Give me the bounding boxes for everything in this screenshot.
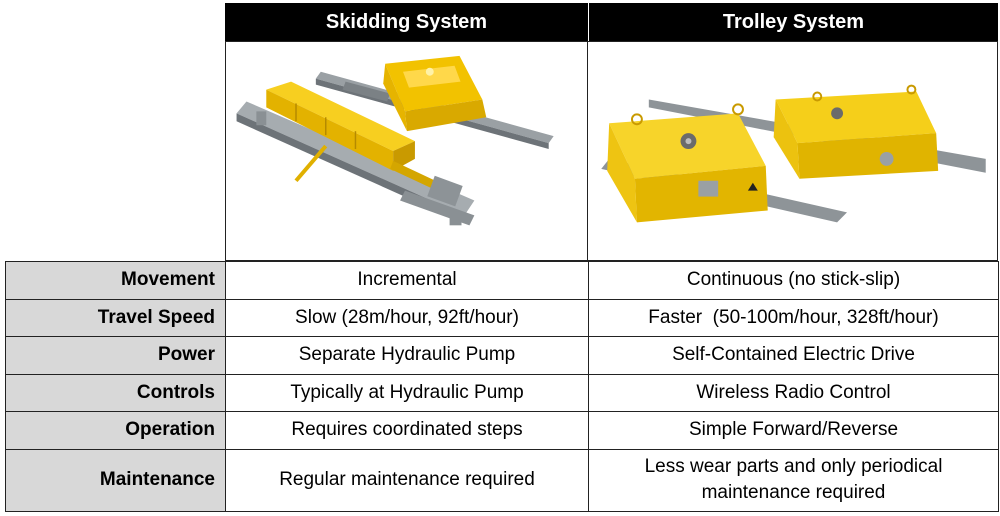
skidding-value: Regular maintenance required xyxy=(225,448,589,512)
trolley-value: Simple Forward/Reverse xyxy=(588,411,999,450)
row-label: Movement xyxy=(5,261,226,300)
trolley-value: Continuous (no stick-slip) xyxy=(588,261,999,300)
row-label: Maintenance xyxy=(5,448,226,512)
header-skidding-system: Skidding System xyxy=(225,3,588,41)
skidding-value: Slow (28m/hour, 92ft/hour) xyxy=(225,298,589,337)
trolley-value: Less wear parts and only periodical main… xyxy=(588,448,999,512)
table-row-travel-speed: Travel Speed Slow (28m/hour, 92ft/hour) … xyxy=(5,298,999,337)
trolley-value: Wireless Radio Control xyxy=(588,373,999,412)
row-label: Travel Speed xyxy=(5,298,226,337)
table-row-controls: Controls Typically at Hydraulic Pump Wir… xyxy=(5,373,999,412)
skidding-value: Requires coordinated steps xyxy=(225,411,589,450)
skidding-value: Incremental xyxy=(225,261,589,300)
trolley-system-image xyxy=(588,41,998,261)
trolley-value: Self-Contained Electric Drive xyxy=(588,336,999,375)
table-row-operation: Operation Requires coordinated steps Sim… xyxy=(5,411,999,450)
row-label: Controls xyxy=(5,373,226,412)
table-row-movement: Movement Incremental Continuous (no stic… xyxy=(5,261,999,300)
skidding-system-illustration xyxy=(236,55,554,226)
skidding-value: Separate Hydraulic Pump xyxy=(225,336,589,375)
trolley-value: Faster (50-100m/hour, 328ft/hour) xyxy=(588,298,999,337)
skidding-system-image xyxy=(225,41,588,261)
table-row-power: Power Separate Hydraulic Pump Self-Conta… xyxy=(5,336,999,375)
row-label: Power xyxy=(5,336,226,375)
table-row-maintenance: Maintenance Regular maintenance required… xyxy=(5,448,999,512)
row-label: Operation xyxy=(5,411,226,450)
trolley-system-illustration xyxy=(601,84,986,223)
header-trolley-system: Trolley System xyxy=(588,3,998,41)
skidding-value: Typically at Hydraulic Pump xyxy=(225,373,589,412)
comparison-table: Movement Incremental Continuous (no stic… xyxy=(5,261,999,512)
